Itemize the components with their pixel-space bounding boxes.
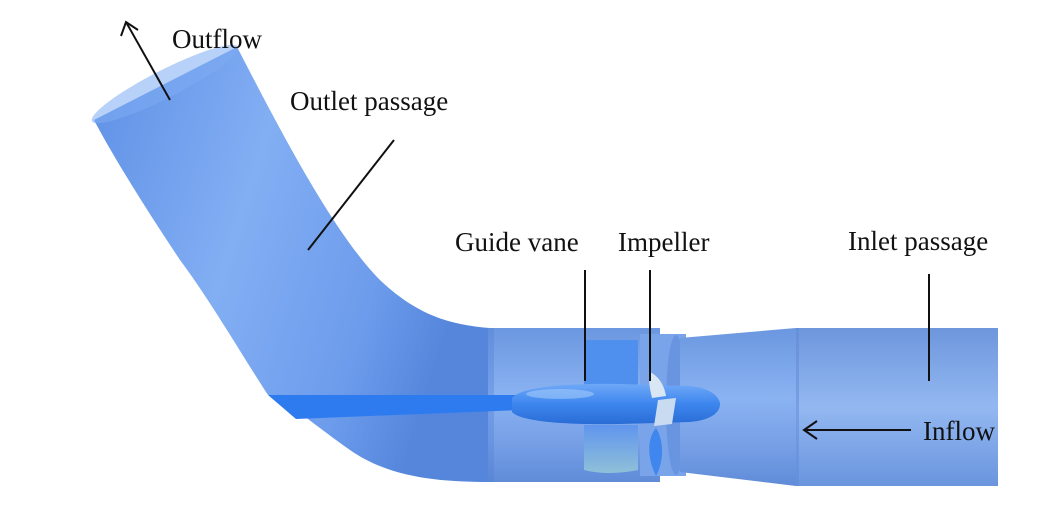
impeller-hub [512, 383, 720, 425]
label-inlet-passage: Inlet passage [848, 226, 988, 256]
outlet-passage-leader [307, 139, 395, 251]
leader-lines [120, 20, 930, 440]
pump-shaft [268, 395, 520, 419]
inlet-passage-body [680, 328, 998, 486]
outflow-arrow-head [120, 20, 139, 37]
label-outlet-passage: Outlet passage [290, 86, 448, 116]
outlet-passage-body [91, 44, 490, 482]
impeller-blades [649, 372, 676, 476]
label-inflow: Inflow [923, 416, 995, 446]
label-impeller: Impeller [618, 227, 709, 257]
inflow-arrow-head [802, 420, 818, 440]
guide-vane-blade-lower [584, 425, 638, 473]
guide-vane-blade-upper [584, 340, 638, 388]
label-outflow: Outflow [172, 24, 262, 54]
label-guide-vane: Guide vane [455, 227, 579, 257]
outflow-arrow-line [125, 21, 171, 101]
